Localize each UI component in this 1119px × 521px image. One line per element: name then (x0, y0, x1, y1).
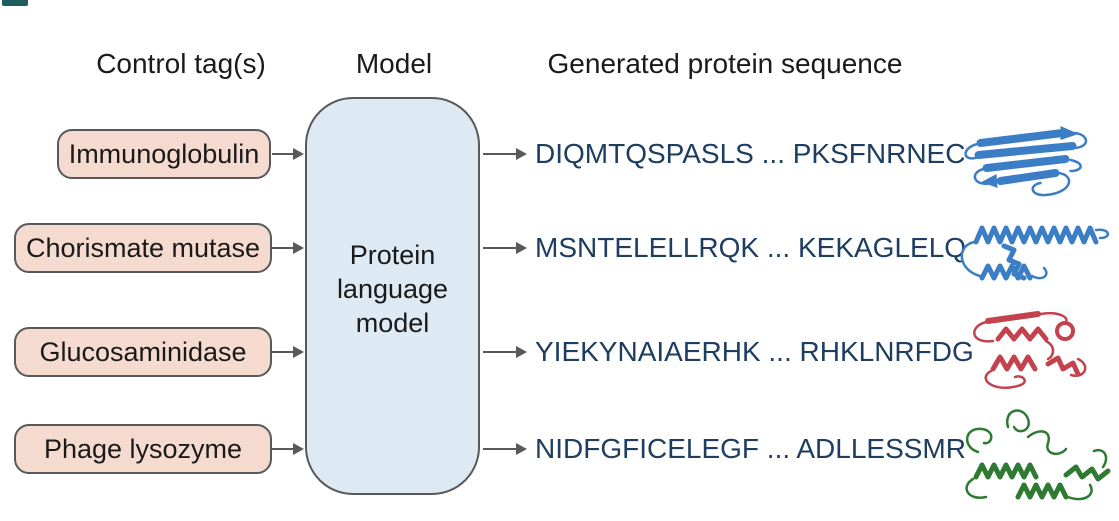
control-tag-phage-lysozyme: Phage lysozyme (14, 424, 272, 474)
arrow-right-icon (483, 148, 527, 160)
header-control-tags: Control tag(s) (96, 48, 266, 79)
arrow-right-icon (272, 443, 304, 455)
generated-sequence: MSNTELELLRQK ... KEKAGLELQ (535, 232, 967, 263)
protein-structure-phage-lysozyme (948, 397, 1113, 513)
panel-marker (2, 0, 28, 6)
control-tag-immunoglobulin: Immunoglobulin (57, 129, 271, 179)
protein-structure-chorismate-mutase (944, 212, 1116, 292)
control-tag-label: Chorismate mutase (25, 232, 261, 263)
generated-sequence: DIQMTQSPASLS ... PKSFNRNEC (535, 138, 966, 169)
control-tag-label: Immunoglobulin (68, 138, 260, 169)
arrow-right-icon (483, 346, 527, 358)
protein-structure-glucosaminidase (953, 299, 1103, 397)
arrow-right-icon (272, 242, 304, 254)
arrow-right-icon (272, 346, 304, 358)
control-tag-label: Phage lysozyme (43, 433, 243, 464)
header-model: Model (355, 48, 433, 79)
generated-sequence: YIEKYNAIAERHK ... RHKLNRFDG (535, 336, 974, 367)
control-tag-glucosaminidase: Glucosaminidase (14, 327, 272, 377)
control-tag-label: Glucosaminidase (39, 336, 247, 367)
arrow-right-icon (483, 242, 527, 254)
arrow-right-icon (483, 443, 527, 455)
model-label: Protein language model (336, 240, 449, 338)
control-tag-chorismate-mutase: Chorismate mutase (14, 223, 272, 273)
arrow-right-icon (272, 148, 304, 160)
protein-structure-immunoglobulin (948, 113, 1113, 208)
generated-sequence: NIDFGFICELEGF ... ADLLESSMR (535, 433, 966, 464)
header-generated-sequence: Generated protein sequence (547, 48, 903, 79)
model-box: Protein language model (305, 97, 480, 495)
